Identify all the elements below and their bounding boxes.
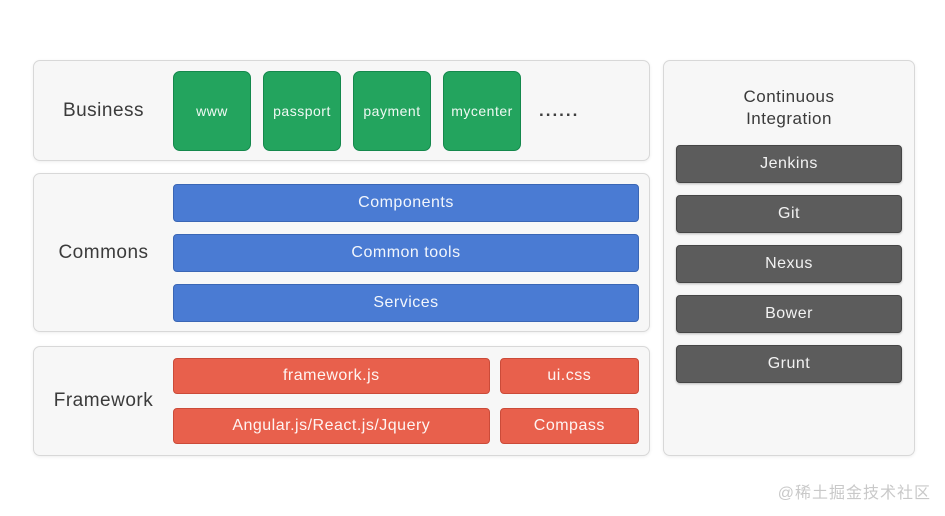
commons-node-services: Services	[173, 283, 639, 322]
ci-node-jenkins: Jenkins	[676, 145, 902, 184]
app-node-mycenter: mycenter	[443, 70, 521, 151]
commons-node-components: Components	[173, 183, 639, 222]
ci-node-git: Git	[676, 195, 902, 234]
framework-row-1: framework.js ui.css	[173, 358, 639, 394]
business-layer-panel: Business www passport payment mycenter .…	[33, 60, 650, 161]
commons-bars: Components Common tools Services	[173, 174, 649, 331]
commons-node-common-tools: Common tools	[173, 233, 639, 272]
continuous-integration-panel: Continuous Integration Jenkins Git Nexus…	[663, 60, 915, 456]
ci-node-grunt: Grunt	[676, 345, 902, 384]
continuous-integration-title: Continuous Integration	[743, 87, 835, 129]
ci-node-nexus: Nexus	[676, 245, 902, 284]
continuous-integration-tools: Jenkins Git Nexus Bower Grunt	[676, 145, 902, 384]
business-layer-label: Business	[62, 99, 145, 121]
commons-layer-label: Commons	[58, 241, 149, 263]
app-node-passport: passport	[263, 70, 341, 151]
business-apps-row: www passport payment mycenter ......	[173, 61, 649, 160]
framework-layer-panel: Framework framework.js ui.css Angular.js…	[33, 346, 650, 456]
framework-node-ui-css: ui.css	[499, 358, 639, 394]
commons-layer-panel: Commons Components Common tools Services	[33, 173, 650, 332]
framework-node-compass: Compass	[499, 408, 639, 444]
framework-layer-label: Framework	[53, 390, 154, 411]
app-node-www: www	[173, 70, 251, 151]
framework-node-framework-js: framework.js	[173, 358, 490, 394]
framework-row-2: Angular.js/React.js/Jquery Compass	[173, 408, 639, 444]
framework-bars: framework.js ui.css Angular.js/React.js/…	[173, 347, 649, 455]
ci-node-bower: Bower	[676, 295, 902, 334]
watermark-text: @稀土掘金技术社区	[777, 485, 931, 502]
app-node-payment: payment	[353, 70, 431, 151]
more-apps-ellipsis: ......	[539, 100, 580, 120]
framework-node-angular-react-jquery: Angular.js/React.js/Jquery	[173, 408, 490, 444]
